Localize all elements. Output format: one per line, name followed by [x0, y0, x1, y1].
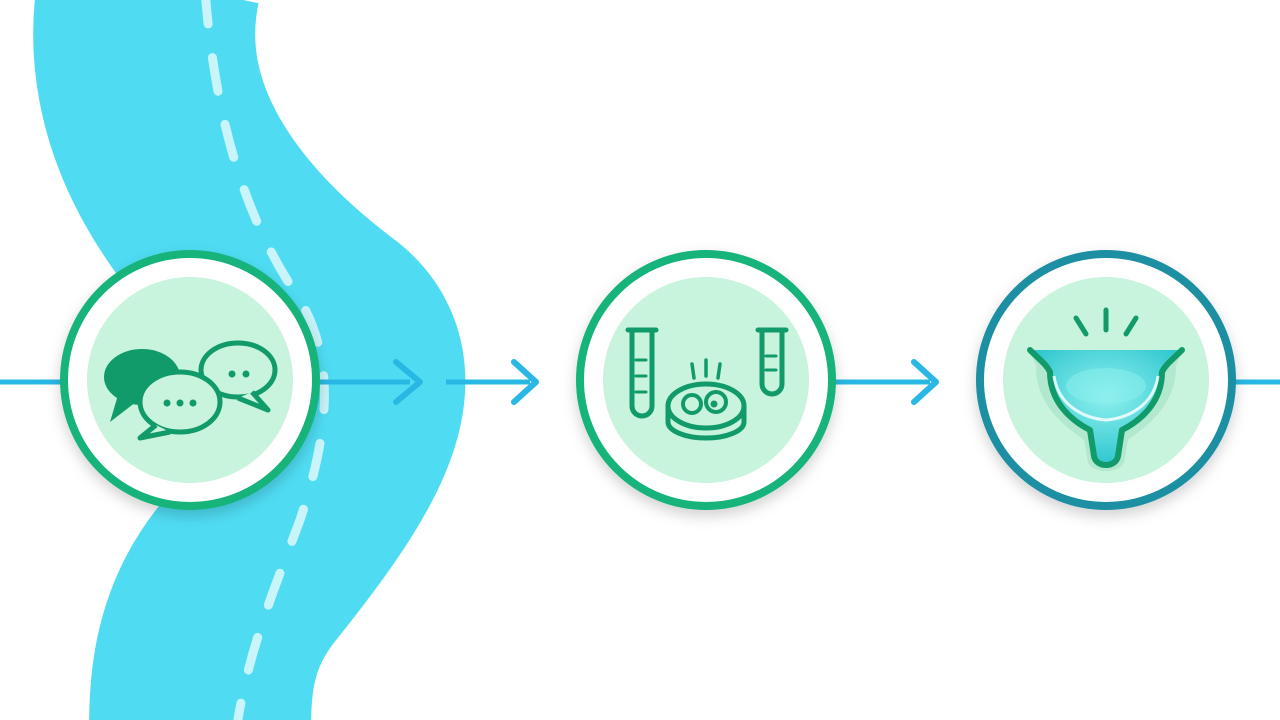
step-bladder: [976, 250, 1236, 510]
chat-bubbles-icon: [104, 340, 278, 441]
step-lab-testing: [576, 250, 836, 510]
arrow-right-icon: [911, 359, 939, 405]
test-tubes-petri-dish-icon: [625, 327, 789, 441]
bladder-icon: [1027, 307, 1185, 471]
road-center-dashes: [201, 0, 329, 720]
arrow-right-icon: [511, 359, 539, 405]
arrow-right-icon: [393, 359, 423, 405]
step-consultation: [60, 250, 320, 510]
